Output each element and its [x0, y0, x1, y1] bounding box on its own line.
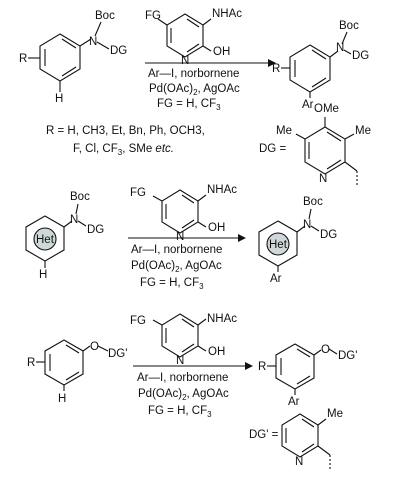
nhac-label: NHAc: [207, 184, 237, 196]
dg-group: DG: [110, 45, 127, 57]
r-substituent-label: R: [258, 361, 266, 373]
r-definition-line-1: R = H, CH3, Et, Bn, Ph, OCH3,: [46, 125, 205, 137]
boc-group: Boc: [339, 20, 359, 32]
nitrogen-atom: N: [89, 36, 97, 48]
nhac-label: NHAc: [207, 313, 237, 325]
dgprime-definition: DG' = Me N: [249, 408, 343, 470]
het-label: Het: [269, 239, 288, 251]
r-substituent-label: R: [19, 53, 27, 65]
boc-group: Boc: [70, 191, 90, 203]
reaction-3-conditions: Ar—I, norbornene Pd(OAc)2, AgOAc FG = H,…: [137, 372, 229, 419]
aryl-group: Ar: [270, 273, 282, 285]
hydroxyl-label: OH: [208, 222, 225, 234]
condition-fg: FG = H, CF3: [140, 277, 204, 291]
reaction-1-conditions: Ar—I, norbornene Pd(OAc)2, AgOAc FG = H,…: [148, 68, 240, 112]
condition-catalyst: Pd(OAc)2, AgOAc: [131, 260, 222, 274]
dgprime-definition-label: DG' =: [249, 429, 279, 441]
pyridine-nitrogen: N: [295, 456, 303, 468]
condition-fg: FG = H, CF3: [157, 98, 221, 112]
r-substituent-label: R: [272, 63, 280, 75]
reaction-3-product: R O DG' Ar: [258, 343, 357, 408]
reaction-2-product: Het N Boc DG Ar: [258, 196, 337, 285]
hydroxyl-label: OH: [213, 46, 230, 58]
boc-group: Boc: [95, 10, 115, 22]
methyl-left-label: Me: [276, 125, 292, 137]
reaction-1-reagent: FG NHAc N OH: [145, 8, 242, 67]
condition-catalyst: Pd(OAc)2, AgOAc: [138, 388, 229, 402]
methyl-right-label: Me: [355, 125, 371, 137]
dg-group: DG: [352, 50, 369, 62]
oxygen-atom: O: [321, 344, 330, 356]
fg-label: FG: [130, 315, 146, 327]
reaction-1-reactant: R N Boc DG H: [19, 10, 127, 105]
hydrogen-atom: H: [39, 269, 47, 281]
r-definition-line-2: F, Cl, CF3, SMe etc.: [73, 143, 174, 157]
nitrogen-atom: N: [70, 214, 78, 226]
reaction-2-reagent: FG NHAc N OH: [130, 184, 237, 243]
nitrogen-atom: N: [336, 42, 344, 54]
reaction-1-arrow: [145, 59, 276, 67]
boc-group: Boc: [303, 196, 323, 208]
pyridine-nitrogen: N: [176, 355, 184, 367]
dg-group: DG: [87, 224, 104, 236]
methyl-label: Me: [327, 408, 343, 420]
methoxy-label: OMe: [314, 103, 339, 115]
dg-prime-group: DG': [108, 348, 127, 360]
reaction-3-reactant: R O DG' H: [27, 339, 127, 405]
condition-aryl-iodide: Ar—I, norbornene: [137, 372, 228, 384]
fg-label: FG: [145, 10, 161, 22]
reaction-3-arrow: [133, 362, 253, 370]
condition-aryl-iodide: Ar—I, norbornene: [131, 244, 222, 256]
fg-label: FG: [130, 187, 146, 199]
pyridine-nitrogen: N: [319, 173, 327, 185]
nitrogen-atom: N: [303, 219, 311, 231]
hydrogen-atom: H: [55, 93, 63, 105]
r-substituent-label: R: [27, 357, 35, 369]
pyridine-nitrogen: N: [176, 231, 184, 243]
hydroxyl-label: OH: [208, 346, 225, 358]
oxygen-atom: O: [90, 341, 99, 353]
het-label: Het: [36, 234, 55, 246]
dg-group: DG: [320, 229, 337, 241]
reaction-2-arrow: [128, 234, 246, 242]
condition-fg: FG = H, CF3: [148, 405, 212, 419]
reaction-1-product: R N Boc DG Ar: [272, 20, 369, 111]
condition-catalyst: Pd(OAc)2, AgOAc: [149, 83, 240, 97]
dg-definition: DG = OMe Me Me N: [259, 103, 371, 185]
dg-definition-label: DG =: [259, 143, 286, 155]
aryl-group: Ar: [288, 396, 300, 408]
aryl-group: Ar: [302, 99, 314, 111]
hydrogen-atom: H: [58, 393, 66, 405]
reaction-2-conditions: Ar—I, norbornene Pd(OAc)2, AgOAc FG = H,…: [131, 244, 222, 291]
reaction-2-reactant: Het N Boc DG H: [25, 191, 104, 281]
pyridine-nitrogen: N: [181, 55, 189, 67]
substituent-definitions: R = H, CH3, Et, Bn, Ph, OCH3, F, Cl, CF3…: [46, 125, 205, 157]
reaction-3-reagent: FG NHAc N OH: [130, 313, 237, 367]
dg-prime-group: DG': [338, 350, 357, 362]
condition-aryl-iodide: Ar—I, norbornene: [148, 68, 239, 80]
nhac-label: NHAc: [212, 8, 242, 20]
